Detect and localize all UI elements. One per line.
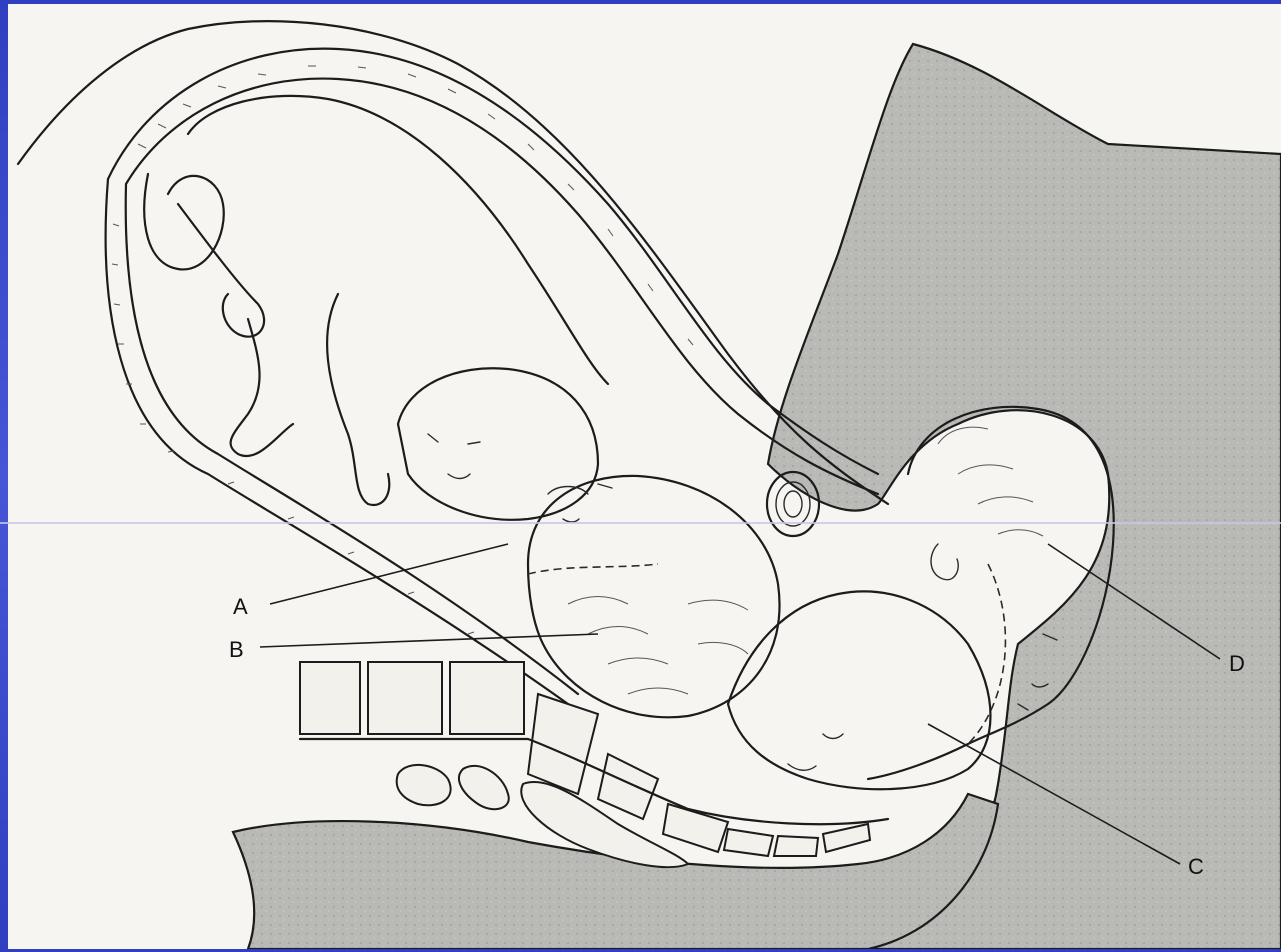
uterine-wall-outer [106, 49, 878, 704]
abdominal-wall-outline [18, 21, 888, 504]
head-b-suture-line [528, 564, 658, 574]
coccyx-segment [724, 829, 773, 856]
maternal-tissue-posterior [768, 44, 1281, 949]
umbilical-cord [231, 319, 293, 456]
uterine-wall-texture [112, 66, 693, 634]
pubic-section [767, 472, 819, 536]
head-c-outline [728, 591, 991, 789]
fetus-foot [178, 204, 264, 337]
fetus-arm [327, 294, 389, 505]
fetus-head-upper [398, 368, 598, 520]
fetus-in-utero [144, 96, 608, 520]
head-b-hair [568, 597, 748, 695]
diagram-figure: A B C D [8, 4, 1281, 949]
fetus-face-upper [428, 434, 480, 479]
head-d-hair [938, 427, 1043, 536]
head-b-face [548, 484, 612, 522]
head-b-outline [528, 476, 780, 717]
maternal-tissue-anterior [233, 794, 998, 949]
fetus-back [188, 96, 608, 384]
fetal-head-engaged [528, 476, 780, 717]
ear [931, 544, 958, 580]
label-a: A [233, 594, 248, 619]
scan-artifact-line [0, 522, 1281, 524]
leader-line-b [260, 634, 598, 647]
leader-line-a [270, 544, 508, 604]
label-d: D [1229, 651, 1245, 676]
sacral-segment [598, 754, 658, 819]
label-b: B [229, 637, 244, 662]
label-c: C [1188, 854, 1204, 879]
vertebra [450, 662, 524, 734]
head-c-face [788, 734, 843, 770]
coccyx-segment [823, 824, 870, 852]
obstetric-illustration: A B C D [8, 4, 1281, 949]
vertebra [300, 662, 360, 734]
vertebra [368, 662, 442, 734]
coccyx-segment [774, 836, 818, 856]
fetus-leg [144, 174, 224, 269]
